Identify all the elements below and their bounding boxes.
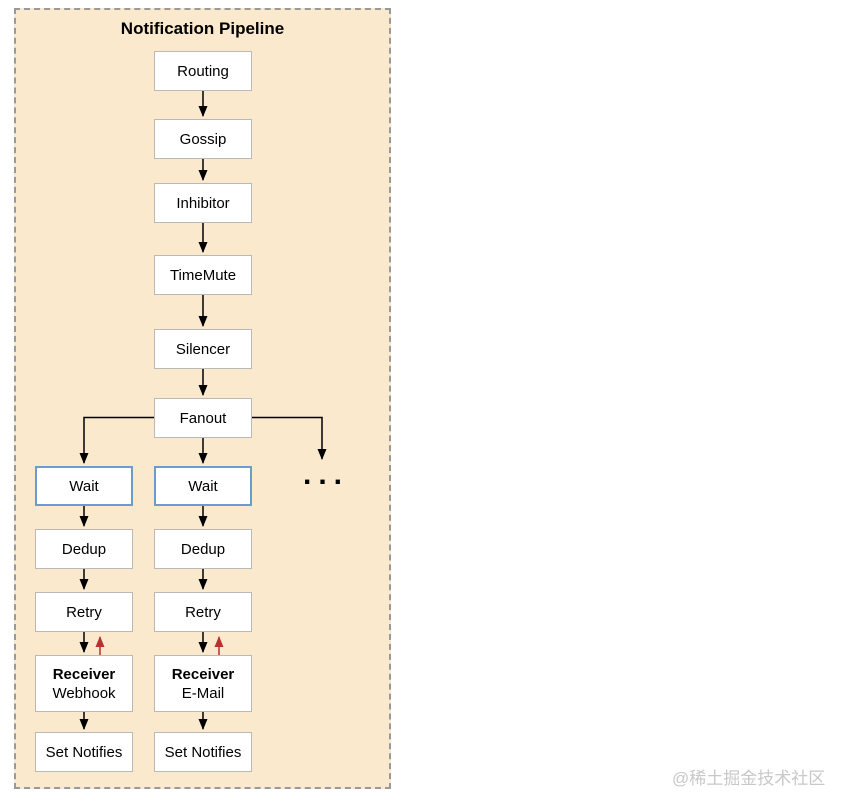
pipeline-title: Notification Pipeline <box>120 19 285 38</box>
node-receiver-webhook: Receiver Webhook <box>35 655 133 712</box>
node-receiver-email: Receiver E-Mail <box>154 655 252 712</box>
node-inhibitor: Inhibitor <box>154 183 252 223</box>
watermark: @稀土掘金技术社区 <box>672 769 826 788</box>
node-silencer: Silencer <box>154 329 252 369</box>
node-set-notifies-webhook: Set Notifies <box>35 732 133 772</box>
receiver-name-label: Webhook <box>52 684 116 702</box>
node-dedup-email: Dedup <box>154 529 252 569</box>
receiver-type-label: Receiver <box>52 665 116 683</box>
receiver-type-label: Receiver <box>171 665 235 683</box>
node-gossip: Gossip <box>154 119 252 159</box>
node-set-notifies-email: Set Notifies <box>154 732 252 772</box>
node-retry-webhook: Retry <box>35 592 133 632</box>
receiver-name-label: E-Mail <box>181 684 225 702</box>
node-wait-email: Wait <box>154 466 252 506</box>
node-fanout: Fanout <box>154 398 252 438</box>
more-branches-ellipsis: ... <box>303 458 350 491</box>
node-timemute: TimeMute <box>154 255 252 295</box>
node-dedup-webhook: Dedup <box>35 529 133 569</box>
node-wait-webhook: Wait <box>35 466 133 506</box>
node-retry-email: Retry <box>154 592 252 632</box>
node-routing: Routing <box>154 51 252 91</box>
